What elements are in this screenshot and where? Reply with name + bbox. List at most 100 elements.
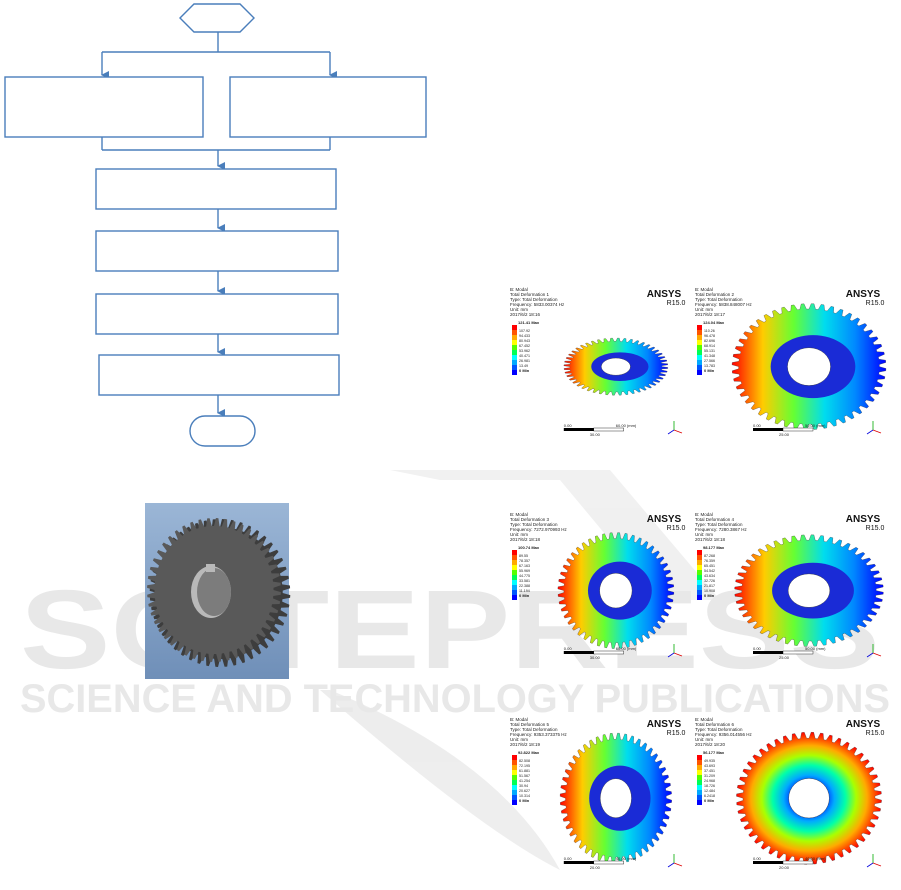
scale-bar <box>563 428 594 431</box>
panel-title-line: Type: Total Deformation <box>695 297 743 302</box>
panel-title-line: Total Deformation 3 <box>510 517 550 522</box>
legend-swatch <box>512 550 517 555</box>
scale-bar <box>753 651 783 654</box>
legend-swatch <box>697 370 702 375</box>
panel-title-line: Type: Total Deformation <box>510 727 558 732</box>
legend-min-label: 0 Min <box>704 798 715 803</box>
legend-value: 67.163 <box>519 564 530 568</box>
panel-title-line: B: Modal <box>510 512 528 517</box>
legend-min-label: 0 Min <box>519 593 530 598</box>
panel-title-line: B: Modal <box>695 512 713 517</box>
deformed-gear <box>557 532 675 649</box>
panel-title-line: Frequency: 9356.014556 Hz <box>695 732 753 737</box>
axis-triad-icon <box>667 854 683 868</box>
legend-swatch <box>697 340 702 345</box>
legend-max-label: 56.177 Max <box>703 750 725 755</box>
panel-title-line: Type: Total Deformation <box>510 522 558 527</box>
legend-value: 22.388 <box>519 584 530 588</box>
panel-title-line: Frequency: 9353.373375 Hz <box>510 732 568 737</box>
scale-right-label: 40.00 (mm) <box>616 856 637 861</box>
scale-mid-label: 25.00 <box>779 655 790 660</box>
scale-bar <box>753 428 783 431</box>
legend-value: 82.508 <box>519 759 530 763</box>
flow-box-step-4 <box>98 354 340 396</box>
legend-value: 94.433 <box>519 334 530 338</box>
legend-max-label: 121.41 Max <box>518 320 540 325</box>
legend-value: 44.775 <box>519 574 530 578</box>
ansys-logo: ANSYS <box>647 514 682 525</box>
ansys-version: R15.0 <box>667 300 686 307</box>
legend-swatch <box>697 560 702 565</box>
panel-title-line: 2017/6/2 18:19 <box>510 742 541 747</box>
watermark-sub-text: SCIENCE AND TECHNOLOGY PUBLICATIONS <box>20 677 890 721</box>
ansys-logo: ANSYS <box>846 719 881 730</box>
scale-bar <box>753 861 783 864</box>
scale-left-label: 0.00 <box>564 423 573 428</box>
legend-max-label: 98.177 Max <box>703 545 725 550</box>
legend-swatch <box>697 760 702 765</box>
deformed-gear <box>731 303 887 430</box>
legend-swatch <box>697 585 702 590</box>
ansys-logo: ANSYS <box>647 719 682 730</box>
legend-swatch <box>697 550 702 555</box>
legend-swatch <box>697 785 702 790</box>
legend-swatch <box>697 565 702 570</box>
legend-swatch <box>512 370 517 375</box>
deformed-gear <box>734 534 884 647</box>
legend-value: 33.581 <box>519 579 530 583</box>
legend-swatch <box>697 795 702 800</box>
legend-value: 49.935 <box>704 759 715 763</box>
legend-value: 41.254 <box>519 779 530 783</box>
panel-title-line: 2017/6/2 18:20 <box>695 742 726 747</box>
deformed-gear <box>559 732 672 864</box>
legend-value: 37.451 <box>704 769 715 773</box>
panel-title-line: 2017/6/2 18:17 <box>695 312 726 317</box>
legend-value: 26.981 <box>519 359 530 363</box>
ansys-logo: ANSYS <box>846 289 881 300</box>
panel-title-line: Total Deformation 4 <box>695 517 735 522</box>
legend-value: 30.94 <box>519 784 528 788</box>
panel-title-line: Total Deformation 2 <box>695 292 735 297</box>
legend-swatch <box>512 775 517 780</box>
panel-title-line: Total Deformation 1 <box>510 292 550 297</box>
axis-triad-icon <box>667 421 683 435</box>
flow-box-left <box>4 76 204 138</box>
ansys-version: R15.0 <box>667 730 686 737</box>
legend-value: 24.968 <box>704 779 715 783</box>
legend-value: 32.726 <box>704 579 715 583</box>
panel-title-line: Unit: mm <box>695 307 713 312</box>
panel-title-line: 2017/6/2 18:16 <box>510 312 541 317</box>
legend-swatch <box>697 570 702 575</box>
panel-title-line: Frequency: 5838.848007 Hz <box>695 302 753 307</box>
legend-max-label: 92.822 Max <box>518 750 540 755</box>
ansys-version: R15.0 <box>866 730 885 737</box>
legend-value: 13.49 <box>519 364 528 368</box>
scale-right-label: 60.00 (mm) <box>616 646 637 651</box>
legend-swatch <box>697 350 702 355</box>
legend-value: 27.566 <box>704 359 715 363</box>
panel-title-line: B: Modal <box>510 717 528 722</box>
legend-swatch <box>697 770 702 775</box>
legend-swatch <box>512 595 517 600</box>
legend-swatch <box>697 325 702 330</box>
deformed-gear <box>736 732 882 865</box>
flow-end-terminal <box>189 415 256 447</box>
legend-swatch <box>512 555 517 560</box>
legend-value: 67.452 <box>519 344 530 348</box>
scale-bar <box>563 651 594 654</box>
legend-value: 31.209 <box>704 774 715 778</box>
legend-value: 87.268 <box>704 554 715 558</box>
gear-shape <box>147 518 291 667</box>
axis-triad-icon <box>667 644 683 658</box>
flow-start-hexagon <box>179 3 255 33</box>
panel-title-line: B: Modal <box>695 287 713 292</box>
legend-swatch <box>697 595 702 600</box>
axis-triad-icon <box>866 854 882 868</box>
legend-swatch <box>512 800 517 805</box>
panel-title-line: Total Deformation 6 <box>695 722 735 727</box>
